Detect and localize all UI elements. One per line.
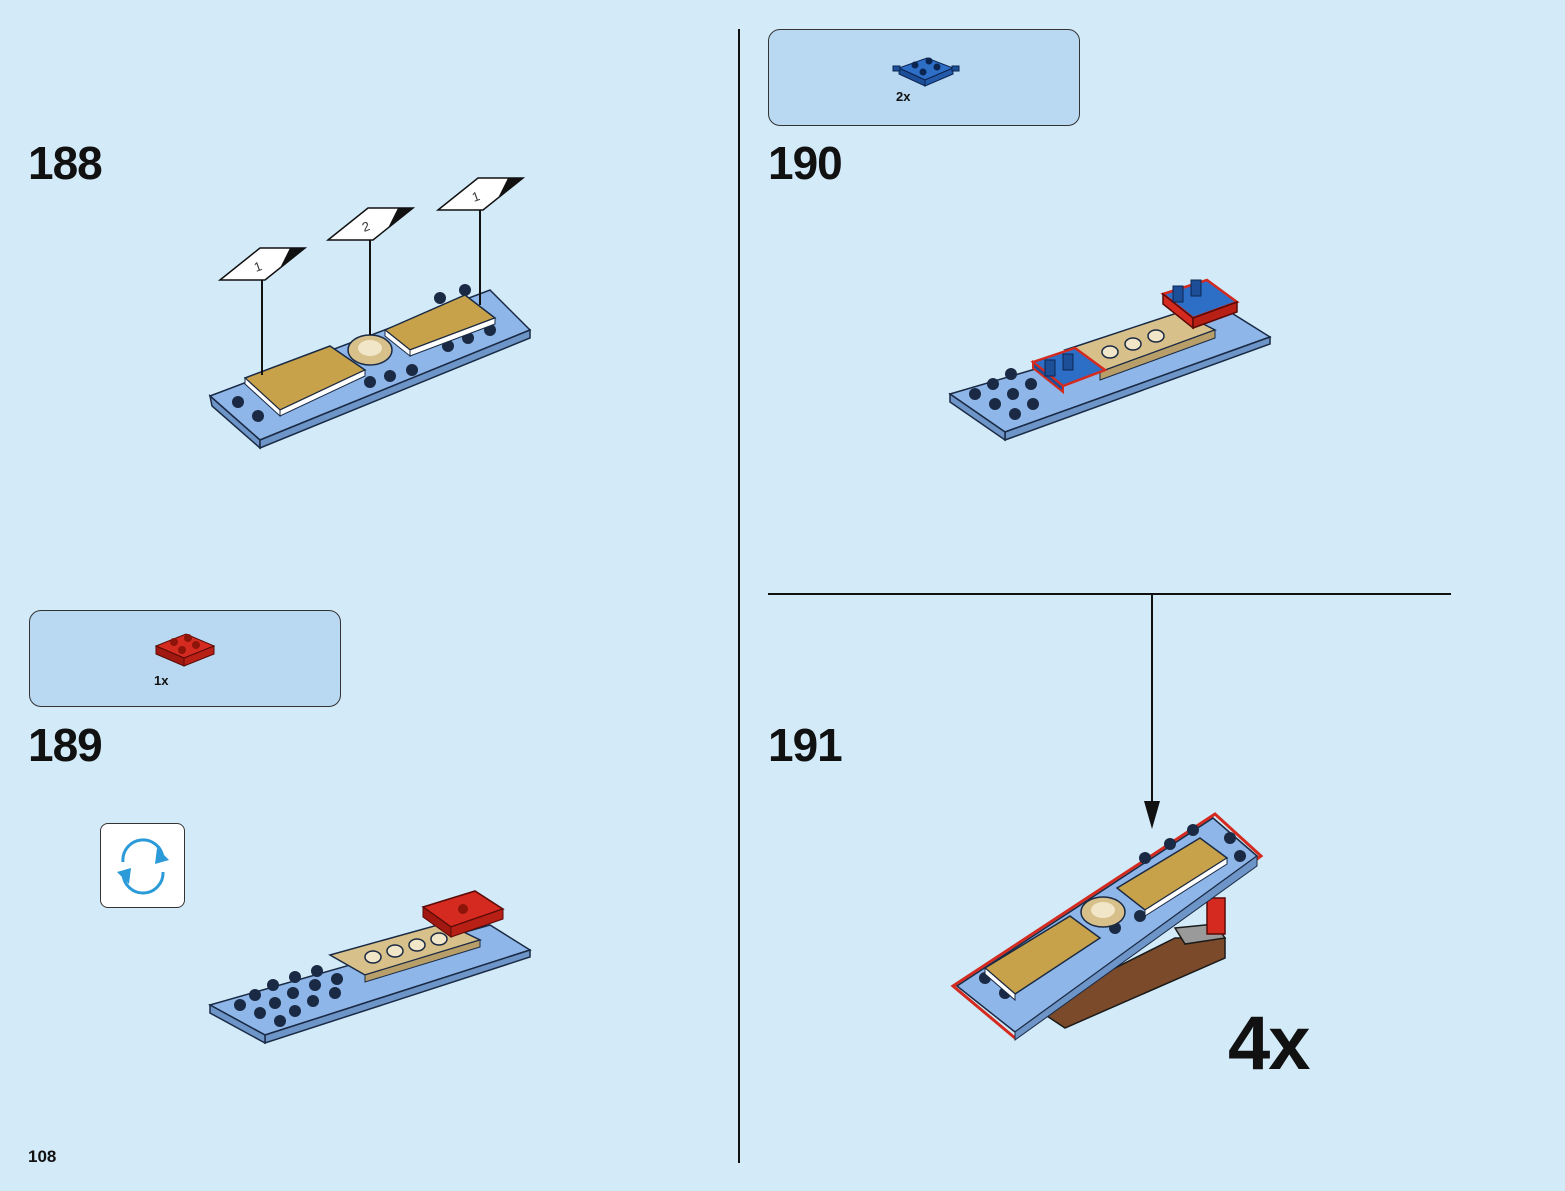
step-190-assembly xyxy=(945,272,1285,452)
step-188-assembly: 1 2 1 xyxy=(200,170,540,450)
build-multiplier: 4x xyxy=(1228,1000,1309,1087)
step-divider-horizontal xyxy=(768,593,1451,595)
page-divider-vertical xyxy=(738,29,740,1163)
down-arrow-icon xyxy=(1142,595,1162,835)
part-quantity: 2x xyxy=(896,89,910,104)
step-191-assembly xyxy=(945,808,1275,1048)
page-number: 108 xyxy=(28,1147,56,1167)
blue-clip-plate-part xyxy=(893,52,963,92)
rotate-model-button xyxy=(100,823,185,908)
step-number: 191 xyxy=(768,718,842,772)
step-number: 188 xyxy=(28,136,102,190)
rotate-model-icon xyxy=(111,834,175,898)
step-number: 190 xyxy=(768,136,842,190)
part-quantity: 1x xyxy=(154,673,168,688)
step-189-assembly xyxy=(205,885,545,1045)
step-number: 189 xyxy=(28,718,102,772)
red-plate-part xyxy=(152,628,222,668)
